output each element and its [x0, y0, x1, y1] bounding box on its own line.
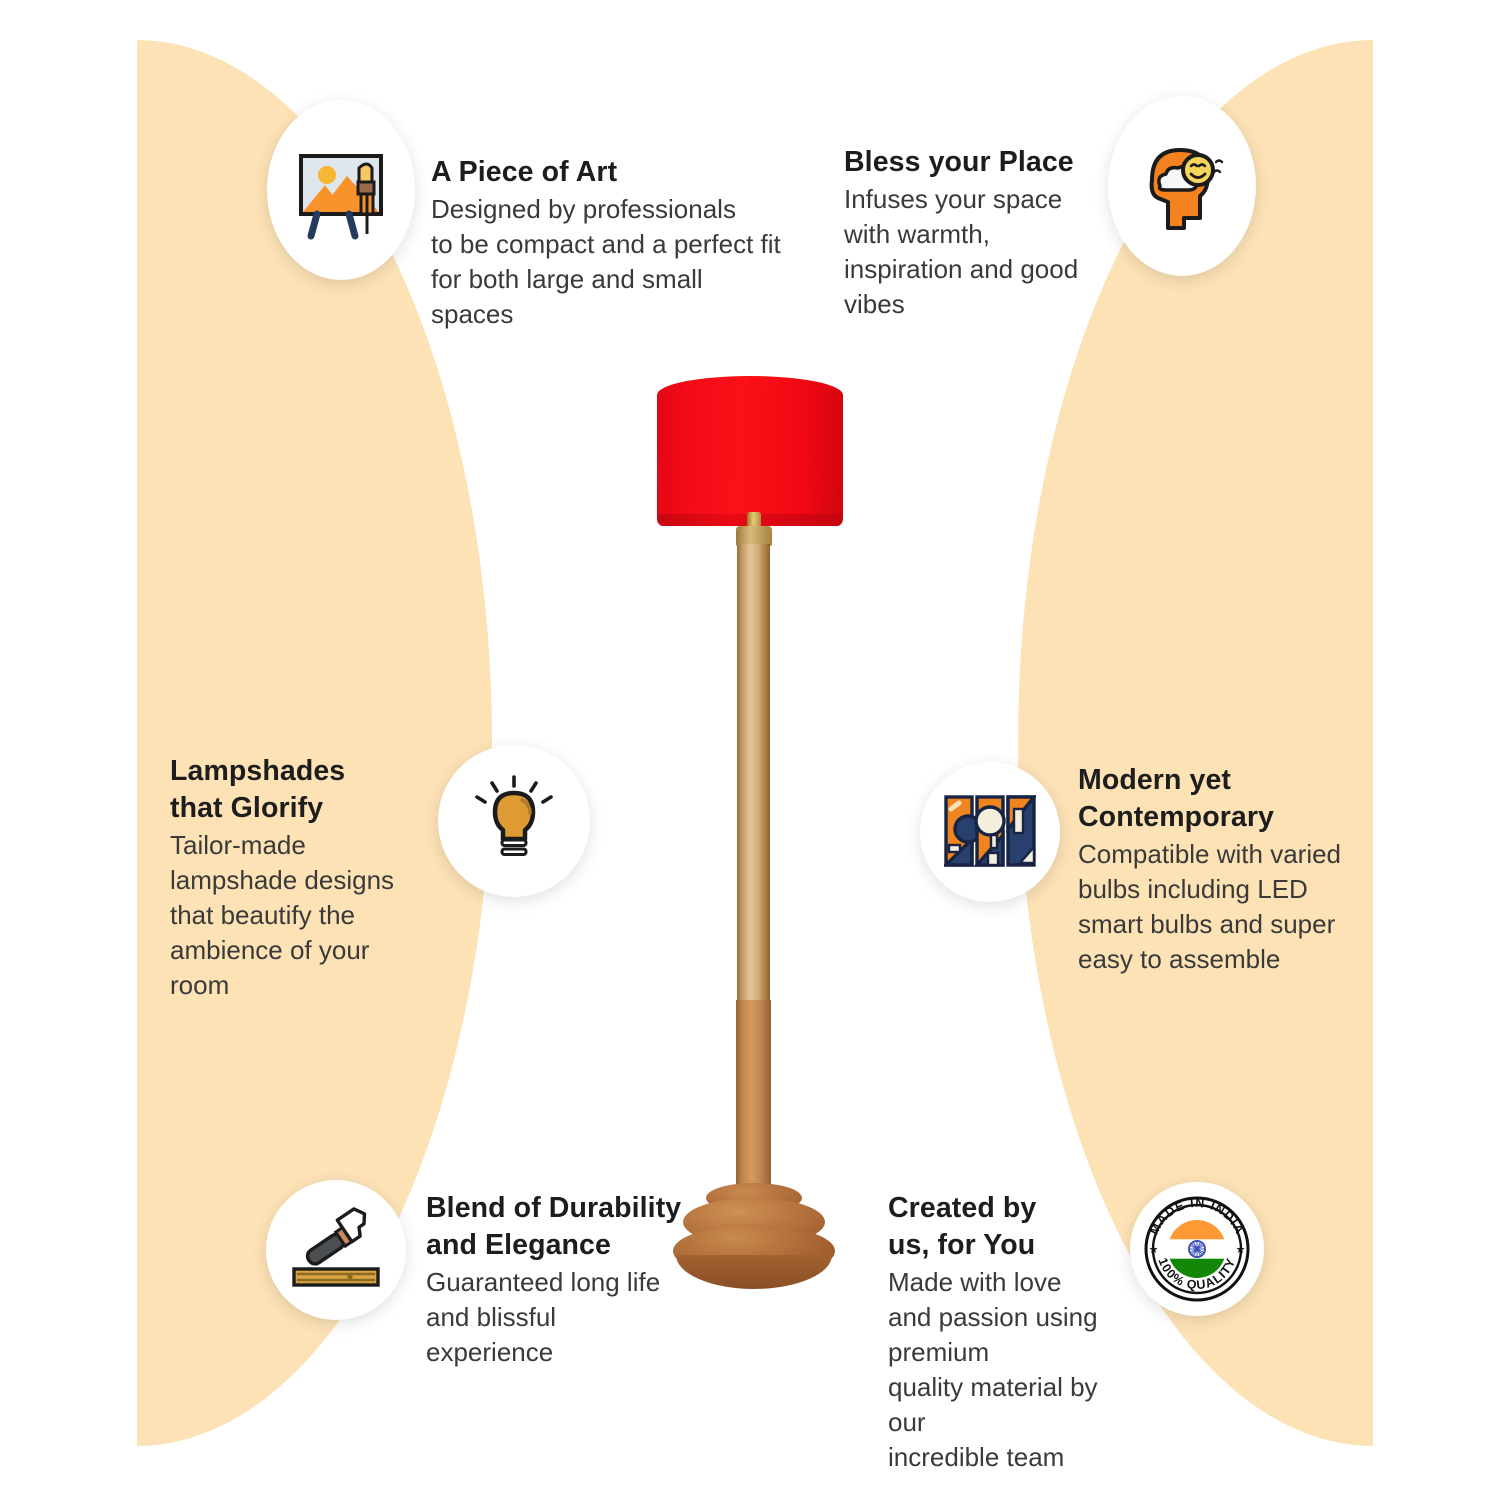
wall-art-panels-icon-bubble	[920, 762, 1060, 902]
lamp-finial	[747, 512, 761, 528]
feature-bless-your-place: Bless your Place Infuses your space with…	[836, 96, 1256, 322]
hammer-plank-icon	[292, 1207, 380, 1287]
light-bulb-icon	[475, 775, 553, 856]
badge-star-right: ★	[1236, 1244, 1246, 1256]
head-mind-smiley-icon	[1149, 148, 1224, 230]
feature-text-modern: Modern yet Contemporary Compatible with …	[1078, 762, 1356, 977]
feature-text-bless: Bless your Place Infuses your space with…	[844, 96, 1104, 322]
lamp-base-foot	[676, 1255, 832, 1289]
feature-blend-of-durability: Blend of Durability and Elegance Guarant…	[266, 1180, 686, 1370]
feature-title-blend: Blend of Durability and Elegance	[426, 1192, 682, 1262]
feature-body-art: Designed by professionals to be compact …	[431, 194, 781, 329]
light-bulb-icon-bubble	[438, 745, 590, 897]
made-in-india-badge-icon-bubble: MADE IN INDIA 100% QUALITY ★ ★	[1130, 1182, 1264, 1316]
lamp-neck	[736, 526, 772, 546]
feature-modern-yet-contemporary: Modern yet Contemporary Compatible with …	[920, 762, 1360, 977]
feature-body-blend: Guaranteed long life and blissful experi…	[426, 1267, 661, 1368]
lamp-base-tier-mid	[683, 1198, 825, 1246]
easel-painting-icon	[299, 154, 383, 240]
feature-title-created: Created by us, for You	[888, 1192, 1037, 1262]
lamp-shade	[657, 376, 843, 526]
lamp-base-tier-low	[673, 1225, 835, 1277]
feature-body-created: Made with love and passion using premium…	[888, 1267, 1098, 1472]
feature-title-bless: Bless your Place	[844, 146, 1074, 178]
feature-body-bless: Infuses your space with warmth, inspirat…	[844, 184, 1079, 319]
feature-body-modern: Compatible with varied bulbs including L…	[1078, 839, 1342, 974]
badge-star-left: ★	[1149, 1244, 1159, 1256]
made-in-india-badge-icon: MADE IN INDIA 100% QUALITY ★ ★	[1144, 1196, 1250, 1302]
feature-lampshades-that-glorify: Lampshades that Glorify Tailor-made lamp…	[170, 745, 590, 1003]
lamp-pole-lower	[736, 1000, 771, 1190]
feature-a-piece-of-art: A Piece of Art Designed by professionals…	[267, 100, 827, 332]
hammer-plank-icon-bubble	[266, 1180, 406, 1320]
feature-body-lampshades: Tailor-made lampshade designs that beaut…	[170, 830, 395, 1000]
feature-text-blend: Blend of Durability and Elegance Guarant…	[426, 1180, 681, 1370]
feature-created-by-us-for-you: MADE IN INDIA 100% QUALITY ★ ★ Created b…	[864, 1182, 1264, 1475]
feature-text-art: A Piece of Art Designed by professionals…	[431, 100, 781, 332]
feature-title-art: A Piece of Art	[431, 156, 618, 188]
easel-painting-icon-bubble	[267, 100, 415, 280]
feature-text-lampshades: Lampshades that Glorify Tailor-made lamp…	[170, 745, 430, 1003]
lamp-base-tier-top	[706, 1183, 802, 1213]
feature-title-modern: Modern yet Contemporary	[1078, 764, 1274, 834]
lamp-pole-upper	[737, 544, 770, 1174]
feature-text-created: Created by us, for You Made with love an…	[888, 1182, 1124, 1475]
head-mind-smiley-icon-bubble	[1108, 96, 1256, 276]
feature-title-lampshades: Lampshades that Glorify	[170, 755, 346, 825]
wall-art-panels-icon	[944, 795, 1036, 867]
